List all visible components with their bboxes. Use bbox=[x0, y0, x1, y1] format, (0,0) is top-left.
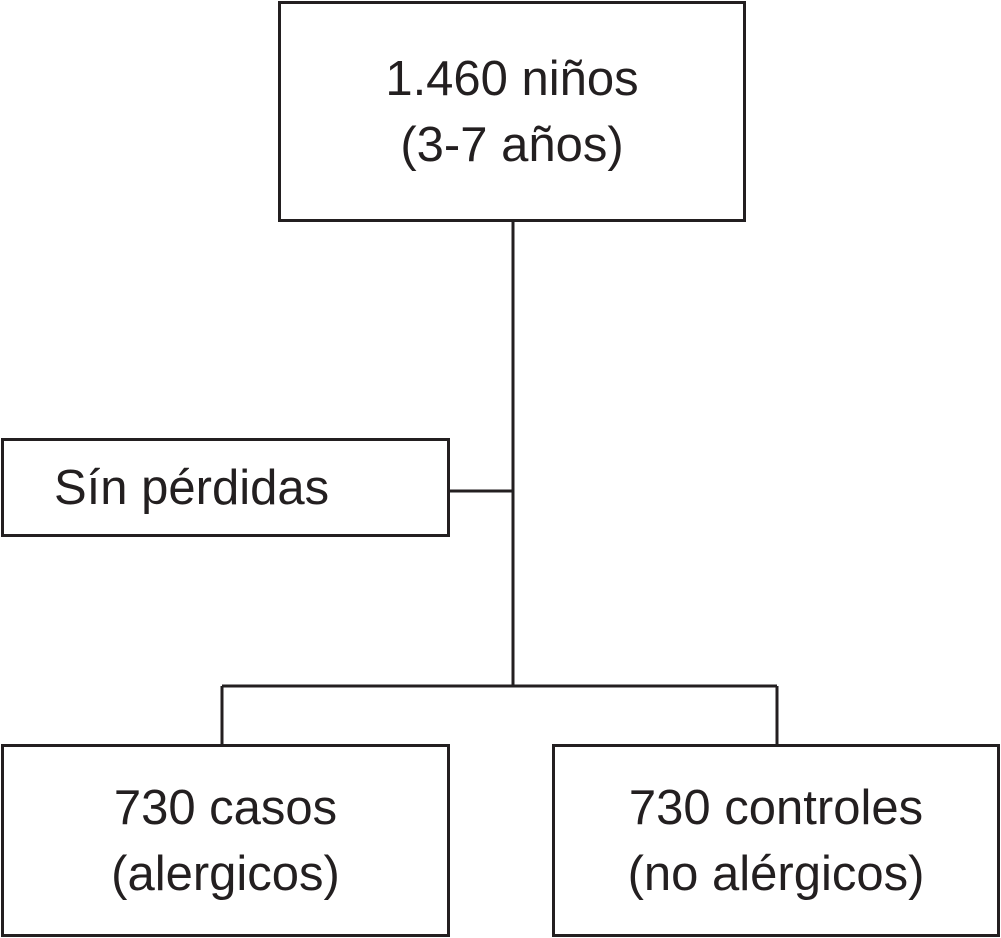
cases-box: 730 casos (alergicos) bbox=[1, 744, 450, 937]
cases-count-label: 730 casos bbox=[113, 780, 338, 835]
losses-label: Sín pérdidas bbox=[54, 460, 330, 515]
cases-description-label: (alergicos) bbox=[111, 846, 340, 901]
total-children-box: 1.460 niños (3-7 años) bbox=[278, 1, 746, 222]
losses-box: Sín pérdidas bbox=[1, 438, 450, 537]
controls-count-label: 730 controles bbox=[628, 780, 924, 835]
controls-box: 730 controles (no alérgicos) bbox=[552, 744, 1000, 937]
age-range-label: (3-7 años) bbox=[400, 117, 624, 172]
total-count-label: 1.460 niños bbox=[385, 51, 639, 106]
controls-description-label: (no alérgicos) bbox=[627, 846, 925, 901]
